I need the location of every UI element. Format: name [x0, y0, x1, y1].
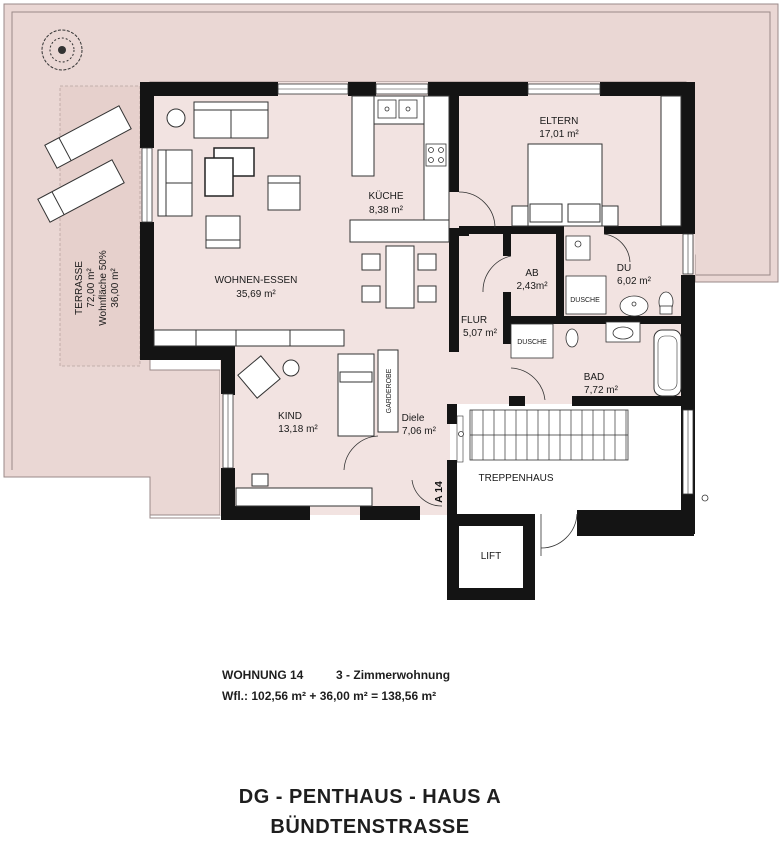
wardrobe-icon [660, 95, 682, 227]
room-name-wohnen: WOHNEN-ESSEN [215, 275, 298, 286]
unit-type: 3 - Zimmerwohnung [336, 668, 451, 682]
room-name-ab: AB [525, 268, 539, 279]
terrace-area-label: 72,00 m² [86, 268, 97, 308]
terrace-name: TERRASSE [74, 261, 85, 315]
plan-subtitle: BÜNDTENSTRASSE [270, 816, 470, 838]
double-bed-icon [511, 143, 619, 227]
door-icon [458, 191, 512, 293]
shower-label-du: DUSCHE [570, 297, 600, 304]
room-area-kind: 13,18 m² [278, 424, 318, 435]
room-name-bad: BAD [584, 372, 605, 383]
walls [140, 82, 695, 600]
shower-label-bad: DUSCHE [517, 339, 547, 346]
room-area-bad: 7,72 m² [584, 385, 619, 396]
room-area-ab: 2,43m² [516, 281, 548, 292]
terrace-share-area: 36,00 m² [110, 268, 121, 308]
lamp-icon [166, 108, 186, 128]
toilet-icon [565, 291, 674, 348]
room-name-du: DU [617, 263, 631, 274]
room-area-du: 6,02 m² [617, 276, 652, 287]
room-area-flur: 5,07 m² [463, 328, 498, 339]
area-formula: 102,56 m² + 36,00 m² = 138,56 m² [251, 689, 437, 703]
entrance-label: A 14 [433, 481, 445, 503]
floor-plan: TERRASSE 72,00 m² Wohnfläche 50% 36,00 m… [3, 3, 779, 600]
terrace-share: Wohnfläche 50% [98, 250, 109, 326]
terrace-railing [11, 11, 771, 470]
room-area-diele: 7,06 m² [402, 426, 437, 437]
desk-icon [235, 473, 373, 507]
sofa-icon [157, 101, 269, 217]
plan-title: DG - PENTHAUS - HAUS A [238, 786, 502, 808]
sun-lounger-icon [37, 105, 132, 223]
sink-icon [377, 99, 418, 119]
room-name-kind: KIND [278, 411, 302, 422]
stove-icon [425, 143, 447, 167]
room-name-flur: FLUR [461, 315, 487, 326]
shower-icon [565, 235, 607, 315]
dining-table-icon [361, 245, 437, 309]
bed-icon [337, 353, 375, 437]
wardrobe-icon [377, 349, 399, 433]
area-info: Wfl.: 102,56 m² + 36,00 m² = 138,56 m² [222, 689, 436, 703]
coffee-table-icon [204, 147, 255, 197]
lamp-icon [282, 359, 300, 377]
room-area-eltern: 17,01 m² [539, 129, 579, 140]
room-name-garderobe: GARDEROBE [386, 368, 393, 413]
room-name-eltern: ELTERN [540, 116, 579, 127]
room-name-treppenhaus: TREPPENHAUS [478, 473, 553, 484]
living-shelf-icon [153, 329, 345, 347]
unit-info: WOHNUNG 14 3 - Zimmerwohnung [222, 668, 450, 682]
bathtub-icon [653, 329, 682, 397]
room-name-diele: Diele [402, 413, 425, 424]
plant-icon [41, 29, 83, 71]
area-label: Wfl.: [222, 689, 248, 703]
room-name-lift: LIFT [481, 551, 502, 562]
kitchen-counter-icon [349, 95, 450, 243]
room-area-wohnen: 35,69 m² [236, 289, 276, 300]
unit-number: WOHNUNG 14 [222, 668, 304, 682]
room-name-kueche: KÜCHE [368, 190, 403, 202]
armchair-icon [237, 355, 281, 399]
room-area-kueche: 8,38 m² [369, 205, 404, 216]
washbasin-icon [605, 295, 649, 343]
armchair-icon [205, 175, 301, 249]
